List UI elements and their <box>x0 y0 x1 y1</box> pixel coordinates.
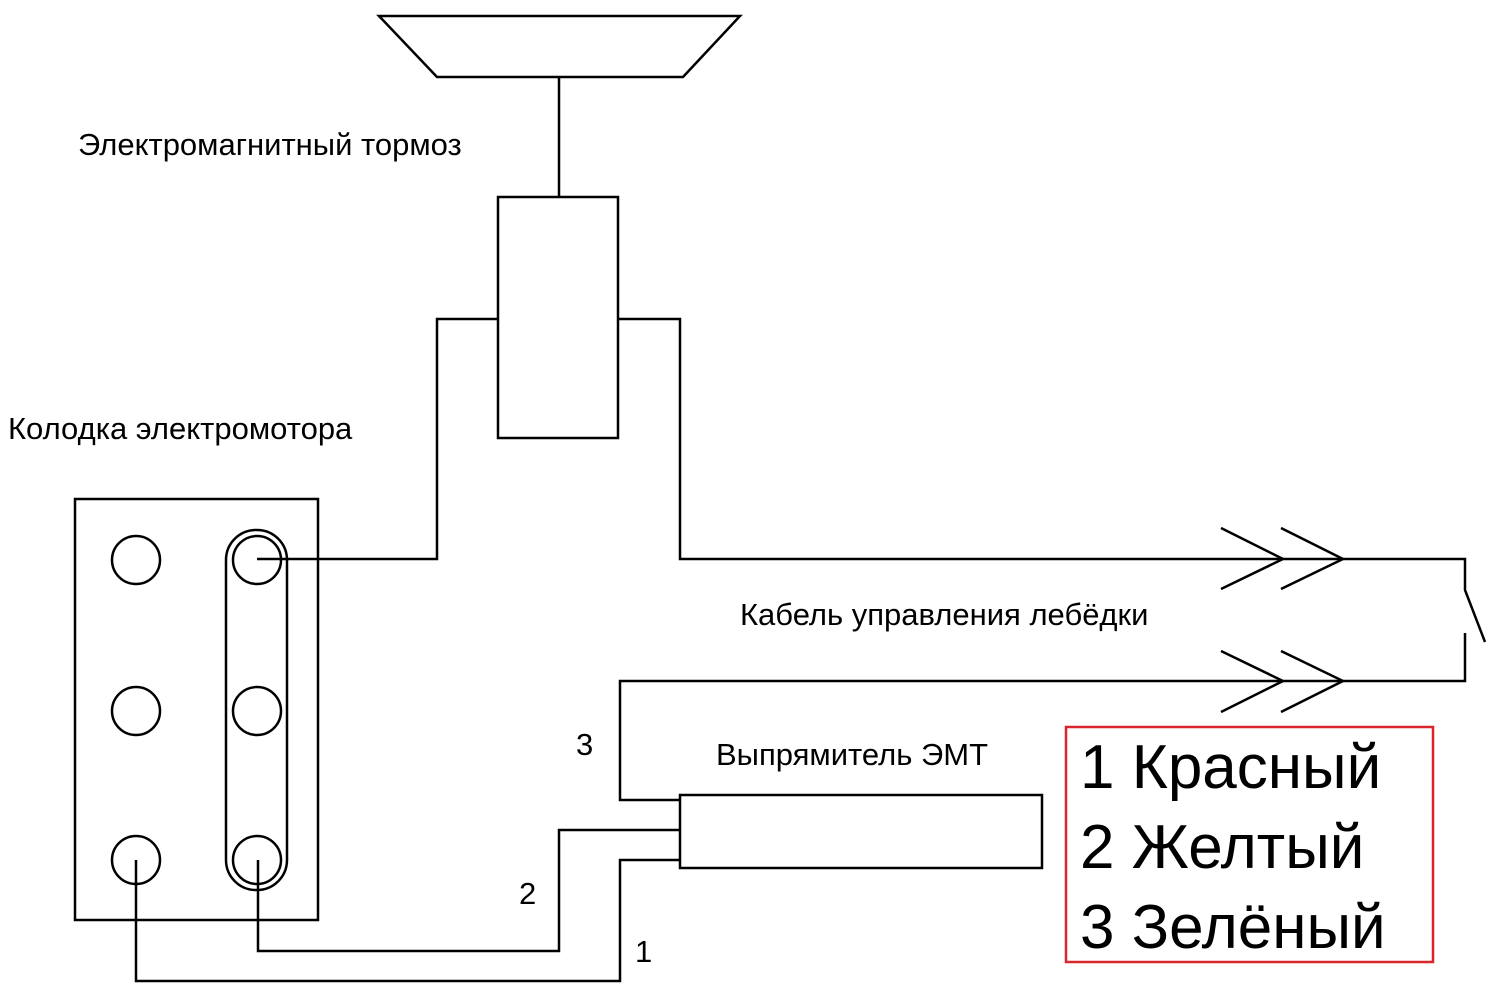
rectifier-box <box>678 793 1044 870</box>
legend-item-1: 1 Красный <box>1080 733 1381 802</box>
legend-item-2: 2 Желтый <box>1080 813 1364 882</box>
terminal-left-middle <box>110 685 162 737</box>
wire-2 <box>256 828 680 953</box>
legend-item-3: 3 Зелёный <box>1080 893 1386 962</box>
wire-number-2: 2 <box>519 876 536 911</box>
switch-lower-lead <box>1343 633 1467 683</box>
wire-brake-to-cable <box>618 317 1343 561</box>
connector-chevron-bottom-1 <box>1220 649 1286 714</box>
wire-brake-to-motor <box>257 317 498 561</box>
brake-coil <box>496 195 620 440</box>
wire-number-3: 3 <box>576 727 593 762</box>
terminal-jumper-bar <box>224 528 289 892</box>
wire-number-1: 1 <box>635 934 652 969</box>
brake-label: Электромагнитный тормоз <box>78 127 462 162</box>
motor-block-label: Колодка электромотора <box>8 411 353 446</box>
wire-1 <box>134 858 680 983</box>
wire-3 <box>618 679 1343 802</box>
terminal-right-middle <box>231 685 283 737</box>
rectifier-label: Выпрямитель ЭМТ <box>716 737 988 772</box>
legend-box <box>1064 725 1435 964</box>
motor-terminal-block <box>73 497 320 922</box>
brake-disc <box>376 14 743 79</box>
cable-label: Кабель управления лебёдки <box>740 597 1148 632</box>
terminal-left-top <box>110 534 162 586</box>
connector-chevron-top-1 <box>1220 526 1286 591</box>
switch-upper-lead <box>1343 557 1487 643</box>
